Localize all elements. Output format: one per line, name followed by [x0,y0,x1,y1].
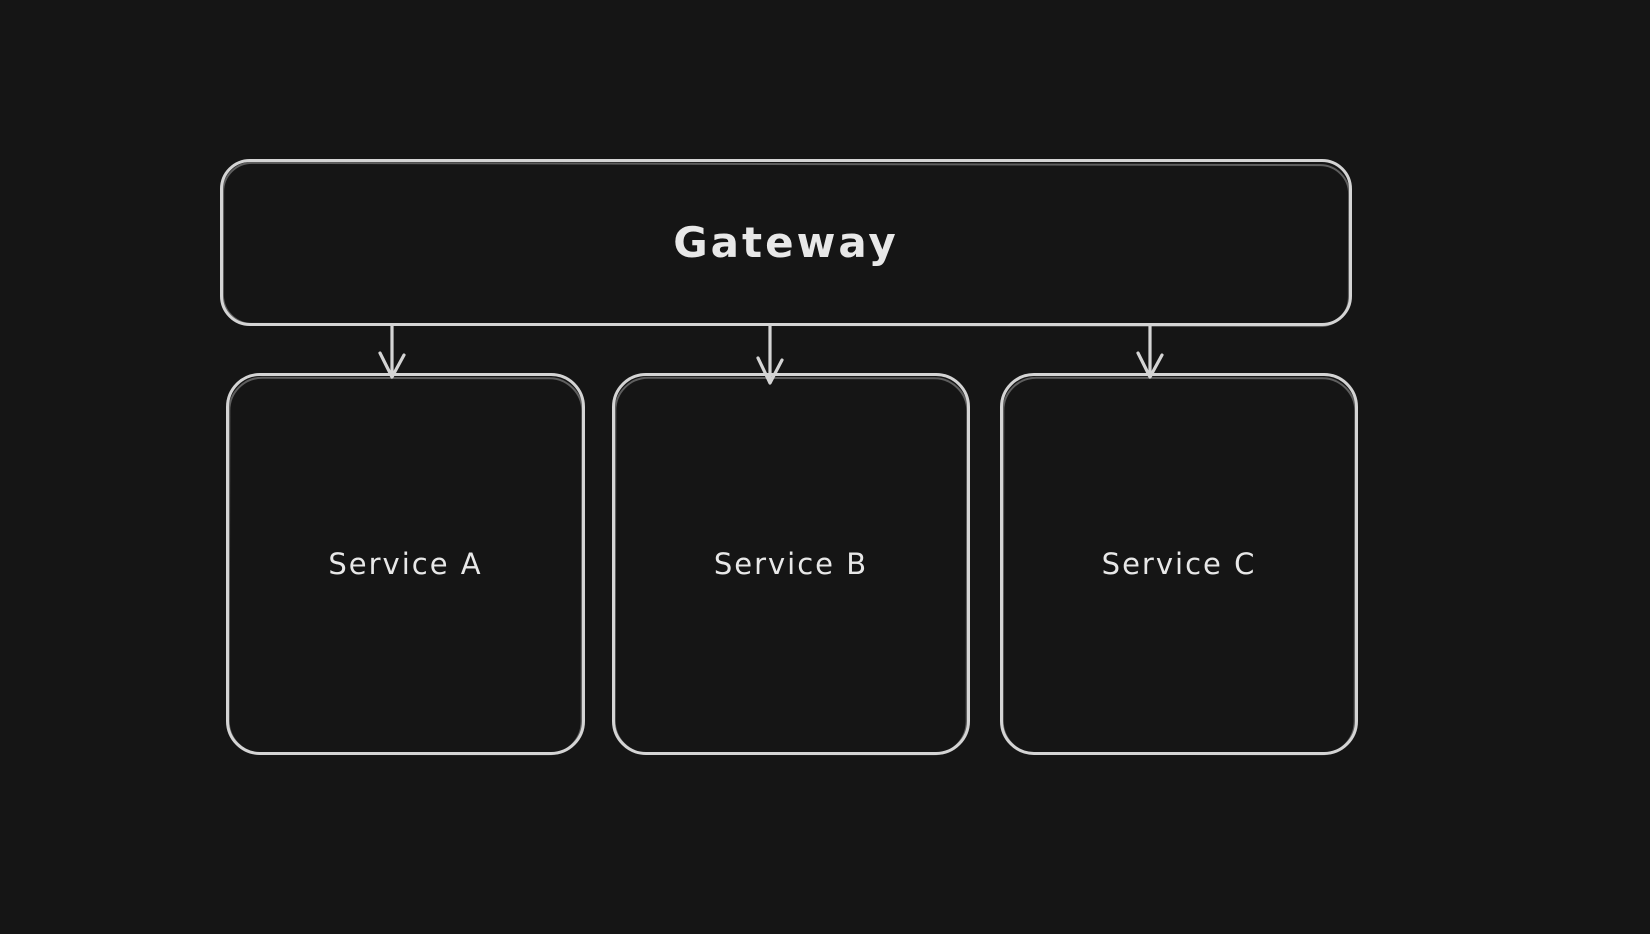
node-gateway-label: Gateway [673,218,899,267]
node-service-a[interactable]: Service A [226,373,585,755]
node-service-c[interactable]: Service C [1000,373,1358,755]
node-service-b[interactable]: Service B [612,373,970,755]
node-service-b-label: Service B [713,547,869,581]
node-gateway[interactable]: Gateway [220,159,1352,326]
node-service-c-label: Service C [1101,547,1257,581]
node-service-a-label: Service A [328,547,483,581]
